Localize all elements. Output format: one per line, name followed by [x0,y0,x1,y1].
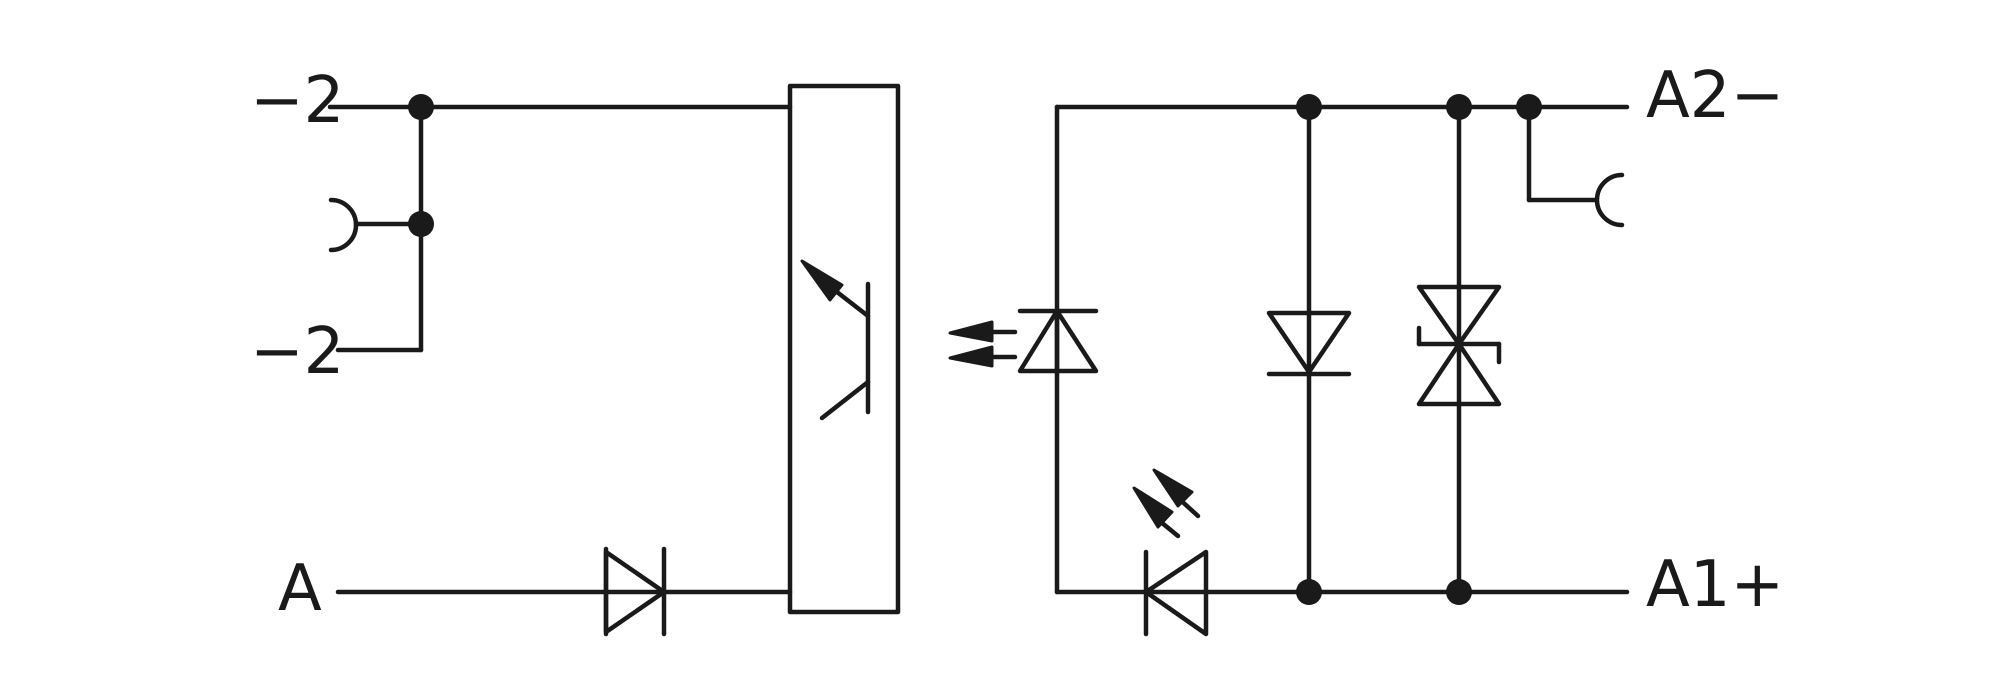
junction-left-top [408,94,434,120]
status-led-light-arrows [1132,468,1201,539]
junction-right-bottom-2 [1446,579,1472,605]
junction-left-mid [408,211,434,237]
input-diode [603,546,667,637]
label-left-mid: −2 [250,315,344,389]
freewheel-diode [1266,310,1352,377]
right-output-wiring [1054,104,1630,595]
label-left-top: −2 [250,64,344,138]
junction-right-top-3 [1516,94,1542,120]
suppressor-diode [1416,284,1502,407]
label-right-bottom: A1+ [1646,548,1784,622]
label-left-bottom: A [278,552,322,626]
junction-right-top-2 [1446,94,1472,120]
junction-right-bottom-1 [1296,579,1322,605]
light-emission-arrows [948,320,1018,368]
optocoupler-led [1017,308,1099,374]
left-socket-symbol [328,197,359,253]
junction-right-top-1 [1296,94,1322,120]
right-socket-symbol [1594,172,1625,228]
label-right-top: A2− [1646,59,1784,133]
left-input-wiring [327,104,793,595]
optocoupler-box [787,83,901,615]
status-led [1143,549,1209,637]
phototransistor-symbol [800,259,871,421]
